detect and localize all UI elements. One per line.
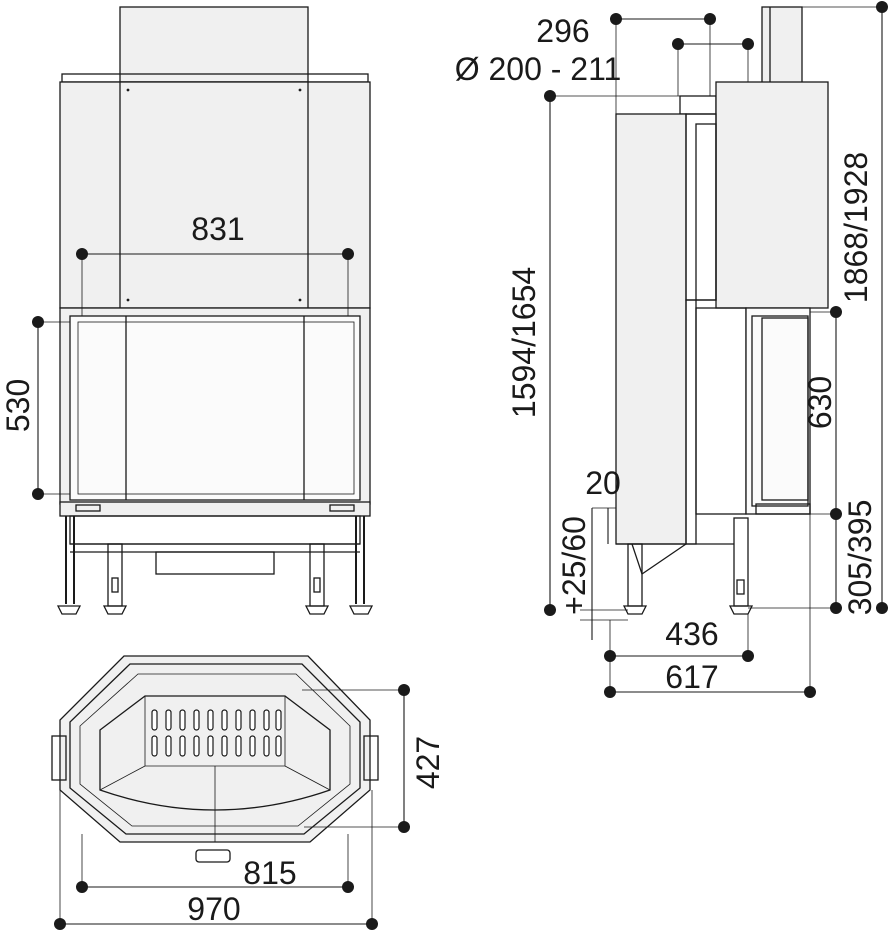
- top-inner-width-dimension: 815: [76, 834, 354, 893]
- front-view: 831 530: [0, 6, 374, 615]
- side-total-depth-label: 617: [665, 659, 718, 695]
- top-depth-label: 427: [410, 736, 446, 789]
- front-legs: [56, 516, 374, 615]
- side-flue-offset-dimension: 296: [536, 13, 716, 114]
- top-view: 427 815 970: [51, 655, 446, 930]
- top-inner-width-label: 815: [243, 855, 296, 891]
- side-floor-to-door-label: 305/395: [842, 500, 878, 616]
- side-back-leg: [733, 517, 749, 607]
- side-main-body: [615, 113, 687, 545]
- front-door-bottom-bar: [59, 501, 371, 517]
- side-view: 296 Ø 200 - 211 1594/1654 1868/1928: [455, 1, 888, 698]
- side-foot-adjust-dimension: +25/60: [556, 508, 628, 640]
- side-depth-label: 436: [665, 616, 718, 652]
- front-flue-collar: [119, 6, 309, 83]
- side-depth-dimension: 436: [604, 614, 754, 692]
- side-chimney: [761, 6, 803, 84]
- side-floor-to-door-dimension: 305/395: [748, 500, 878, 616]
- front-door-height-label: 530: [0, 379, 36, 432]
- top-outer-width-label: 970: [187, 891, 240, 927]
- front-base-frame: [69, 515, 361, 545]
- front-width-label: 831: [191, 211, 244, 247]
- front-door-height-dimension: 530: [0, 316, 70, 500]
- side-flue-offset-label: 296: [536, 13, 589, 49]
- top-outer-width-dimension: 970: [54, 790, 378, 930]
- side-total-height-label: 1868/1928: [838, 152, 874, 303]
- side-flue-diameter-label: Ø 200 - 211: [455, 51, 622, 87]
- front-hood: [59, 81, 371, 309]
- side-body-height-dimension: 1594/1654: [506, 90, 680, 616]
- side-flue-spigot: [679, 95, 717, 115]
- side-door: [745, 307, 811, 515]
- side-gap-label: 20: [585, 465, 621, 501]
- side-total-depth-dimension: 617: [604, 514, 816, 698]
- side-door-height-label: 630: [802, 376, 838, 429]
- top-door-handle: [195, 849, 231, 863]
- side-upper-box: [715, 81, 829, 309]
- top-firebox: [99, 695, 331, 811]
- front-width-dimension: 831: [76, 211, 354, 316]
- side-flue-diameter-dimension: Ø 200 - 211: [455, 38, 754, 96]
- top-depth-dimension: 427: [302, 684, 446, 833]
- top-grate: [151, 709, 282, 757]
- side-foot-adjust-label: +25/60: [556, 516, 592, 615]
- front-glass: [69, 315, 361, 501]
- side-door-height-dimension: 630: [802, 306, 842, 520]
- side-gap-dimension: 20: [585, 465, 621, 544]
- side-total-height-dimension: 1868/1928: [802, 1, 888, 614]
- side-body-height-label: 1594/1654: [506, 267, 542, 418]
- top-outer-shell: [59, 655, 371, 843]
